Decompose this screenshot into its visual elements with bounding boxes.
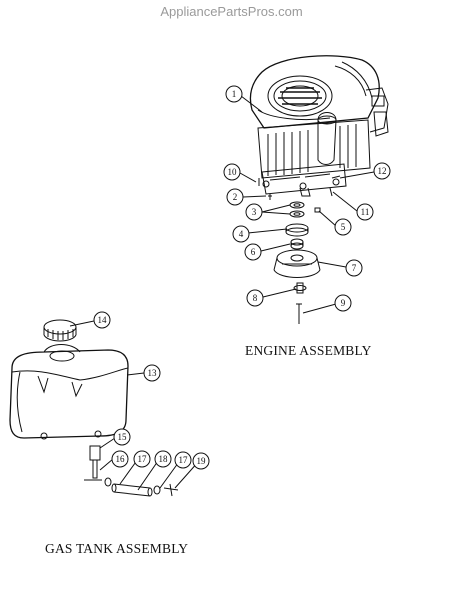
callout-5: 5 — [334, 218, 352, 236]
callout-8: 8 — [246, 289, 264, 307]
gas-tank-callouts: 13 14 15 16 17 18 17 19 — [93, 311, 210, 470]
callout-13: 13 — [143, 364, 161, 382]
callout-6: 6 — [244, 243, 262, 261]
site-watermark: AppliancePartsPros.com — [160, 4, 303, 19]
callout-18-label: 18 — [159, 454, 169, 464]
callout-12-label: 12 — [378, 166, 387, 176]
callout-11: 11 — [356, 203, 374, 221]
callout-17a: 17 — [133, 450, 151, 468]
engine-hardware — [258, 175, 341, 324]
callout-17b-label: 17 — [179, 455, 189, 465]
callout-2-label: 2 — [233, 192, 238, 202]
engine-drawing — [249, 55, 389, 197]
callout-5-label: 5 — [341, 222, 346, 232]
callout-3: 3 — [245, 203, 263, 221]
callout-10: 10 — [223, 163, 241, 181]
callout-11-label: 11 — [361, 207, 370, 217]
callout-4: 4 — [232, 225, 250, 243]
callout-14-label: 14 — [98, 315, 108, 325]
callout-16: 16 — [111, 450, 129, 468]
gas-tank-drawing — [9, 319, 179, 497]
callout-10-label: 10 — [228, 167, 238, 177]
engine-assembly-caption: ENGINE ASSEMBLY — [245, 343, 372, 358]
callout-2: 2 — [226, 188, 244, 206]
callout-19: 19 — [192, 452, 210, 470]
callout-6-label: 6 — [251, 247, 256, 257]
callout-9-label: 9 — [341, 298, 346, 308]
engine-callouts: 1 2 3 4 5 6 7 8 9 10 11 12 — [223, 85, 391, 312]
callout-17a-label: 17 — [138, 454, 148, 464]
callout-1: 1 — [225, 85, 243, 103]
callout-9: 9 — [334, 294, 352, 312]
callout-15: 15 — [113, 428, 131, 446]
callout-17b: 17 — [174, 451, 192, 469]
callout-13-label: 13 — [148, 368, 158, 378]
callout-16-label: 16 — [116, 454, 126, 464]
gas-tank-assembly-caption: GAS TANK ASSEMBLY — [45, 541, 189, 556]
callout-14: 14 — [93, 311, 111, 329]
callout-19-label: 19 — [197, 456, 207, 466]
callout-3-label: 3 — [252, 207, 257, 217]
callout-12: 12 — [373, 162, 391, 180]
callout-15-label: 15 — [118, 432, 128, 442]
callout-7-label: 7 — [352, 263, 357, 273]
callout-1-label: 1 — [232, 89, 237, 99]
callout-4-label: 4 — [239, 229, 244, 239]
callout-7: 7 — [345, 259, 363, 277]
callout-8-label: 8 — [253, 293, 258, 303]
callout-18: 18 — [154, 450, 172, 468]
engine-leader-lines — [239, 95, 375, 314]
